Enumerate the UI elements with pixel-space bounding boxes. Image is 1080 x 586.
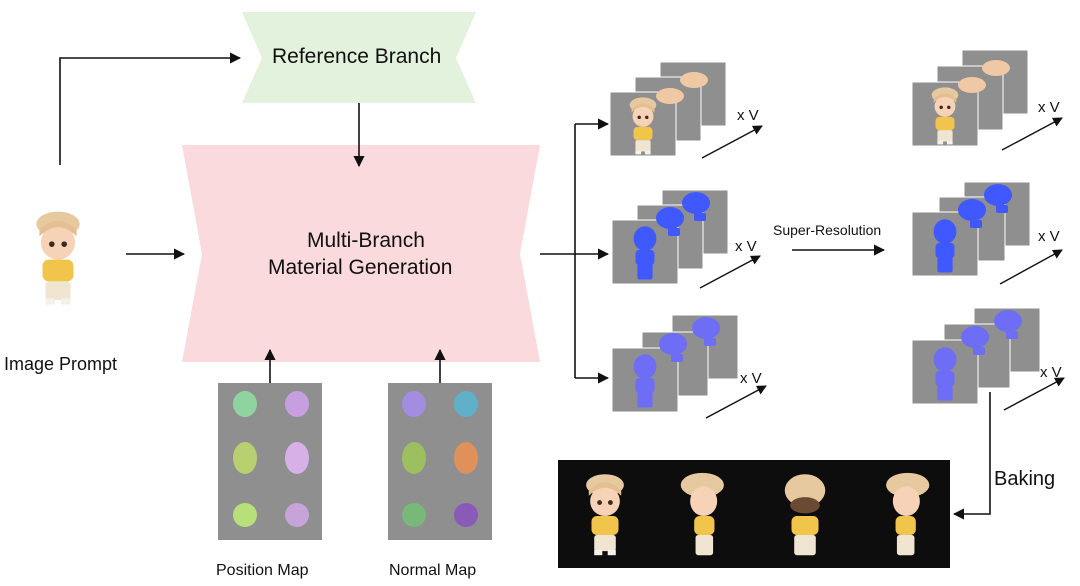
branch-split-arrows [540, 118, 610, 384]
material-generation-block [182, 145, 540, 362]
view-count-metallic-hr: x V [1038, 228, 1060, 245]
image-prompt-character [36, 211, 80, 305]
view-count-arrows-left [699, 125, 767, 419]
baking-label: Baking [994, 468, 1056, 490]
view-count-albedo-hr: x V [1038, 99, 1060, 116]
arrow-baking [952, 392, 991, 520]
roughness-view-stack [611, 314, 739, 413]
reference-branch-label: Reference Branch [272, 45, 442, 68]
view-count-roughness: x V [740, 370, 762, 387]
baked-result-panel [558, 460, 950, 568]
position-map-label: Position Map [216, 562, 309, 579]
normal-map-renders [402, 391, 478, 527]
baked-render-side-right [886, 472, 930, 556]
baked-render-back [784, 474, 826, 556]
metallic-view-stack [611, 189, 729, 285]
normal-map-label: Normal Map [389, 562, 477, 579]
reference-branch-block [242, 12, 476, 103]
super-resolution-label: Super-Resolution [773, 222, 882, 238]
image-prompt-label: Image Prompt [4, 354, 118, 374]
albedo-hr-view-stack [911, 49, 1029, 147]
view-count-albedo: x V [737, 107, 759, 124]
metallic-hr-view-stack [911, 181, 1031, 277]
position-map-renders [233, 391, 309, 527]
view-count-metallic: x V [735, 238, 757, 255]
arrow-prompt-to-reference [59, 52, 242, 165]
roughness-hr-view-stack [911, 307, 1041, 405]
albedo-view-stack [609, 61, 727, 157]
view-count-arrows-right [999, 117, 1065, 411]
view-count-roughness-hr: x V [1040, 364, 1062, 381]
material-generation-label-line2: Material Generation [268, 256, 453, 279]
material-generation-label-line1: Multi-Branch [307, 229, 425, 252]
baked-render-side-left [680, 472, 724, 556]
